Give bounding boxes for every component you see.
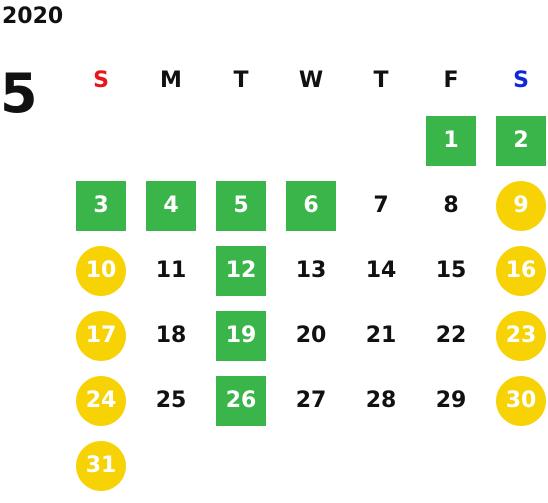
- day-cell[interactable]: 4: [136, 173, 206, 238]
- day-cell[interactable]: 18: [136, 303, 206, 368]
- day-cell[interactable]: 14: [346, 238, 416, 303]
- day-cell[interactable]: 12: [206, 238, 276, 303]
- yellow-marked-day: 10: [76, 245, 126, 296]
- weekday-header: S: [93, 68, 109, 93]
- day-cell[interactable]: 6: [276, 173, 346, 238]
- yellow-marked-day: 17: [76, 310, 126, 361]
- day-cell[interactable]: 29: [416, 368, 486, 433]
- day-cell[interactable]: 21: [346, 303, 416, 368]
- day-cell[interactable]: 20: [276, 303, 346, 368]
- empty-day-cell: [206, 108, 276, 173]
- month-label: 5: [0, 62, 38, 125]
- day-cell[interactable]: 2: [486, 108, 548, 173]
- weekday-header: F: [443, 68, 459, 93]
- weekday-header: W: [298, 68, 324, 93]
- green-marked-day: 3: [76, 180, 126, 231]
- yellow-marked-day: 16: [496, 245, 546, 296]
- green-marked-day: 4: [146, 180, 196, 231]
- day-number: 13: [295, 257, 327, 283]
- day-number: 8: [443, 192, 459, 218]
- yellow-marked-day: 23: [496, 310, 546, 361]
- day-cell[interactable]: 5: [206, 173, 276, 238]
- yellow-marked-day: 9: [496, 180, 546, 231]
- year-label: 2020: [2, 4, 64, 29]
- weekday-header: T: [373, 68, 389, 93]
- green-marked-day: 6: [286, 180, 336, 231]
- green-marked-day: 1: [426, 115, 476, 166]
- yellow-marked-day: 30: [496, 375, 546, 426]
- empty-day-cell: [276, 108, 346, 173]
- day-cell[interactable]: 3: [66, 173, 136, 238]
- empty-day-cell: [66, 108, 136, 173]
- yellow-marked-day: 24: [76, 375, 126, 426]
- day-cell[interactable]: 10: [66, 238, 136, 303]
- day-number: 25: [155, 387, 187, 413]
- day-number: 22: [435, 322, 467, 348]
- day-number: 21: [365, 322, 397, 348]
- green-marked-day: 2: [496, 115, 546, 166]
- day-cell[interactable]: 22: [416, 303, 486, 368]
- weekday-header: T: [233, 68, 249, 93]
- day-cell[interactable]: 26: [206, 368, 276, 433]
- day-number: 11: [155, 257, 187, 283]
- green-marked-day: 12: [216, 245, 266, 296]
- day-cell[interactable]: 15: [416, 238, 486, 303]
- day-number: 28: [365, 387, 397, 413]
- green-marked-day: 26: [216, 375, 266, 426]
- empty-day-cell: [136, 108, 206, 173]
- day-cell[interactable]: 13: [276, 238, 346, 303]
- day-cell[interactable]: 19: [206, 303, 276, 368]
- day-cell[interactable]: 16: [486, 238, 548, 303]
- day-cell[interactable]: 9: [486, 173, 548, 238]
- day-number: 29: [435, 387, 467, 413]
- day-cell[interactable]: 31: [66, 433, 136, 498]
- day-cell[interactable]: 17: [66, 303, 136, 368]
- green-marked-day: 19: [216, 310, 266, 361]
- weekday-header: M: [160, 68, 182, 93]
- day-number: 27: [295, 387, 327, 413]
- day-cell[interactable]: 25: [136, 368, 206, 433]
- day-number: 7: [373, 192, 389, 218]
- day-cell[interactable]: 1: [416, 108, 486, 173]
- day-cell[interactable]: 8: [416, 173, 486, 238]
- day-cell[interactable]: 27: [276, 368, 346, 433]
- yellow-marked-day: 31: [76, 440, 126, 491]
- weekday-header: S: [513, 68, 529, 93]
- day-cell[interactable]: 30: [486, 368, 548, 433]
- day-number: 15: [435, 257, 467, 283]
- day-number: 18: [155, 322, 187, 348]
- day-cell[interactable]: 11: [136, 238, 206, 303]
- day-cell[interactable]: 24: [66, 368, 136, 433]
- day-number: 14: [365, 257, 397, 283]
- day-cell[interactable]: 7: [346, 173, 416, 238]
- empty-day-cell: [346, 108, 416, 173]
- day-cell[interactable]: 28: [346, 368, 416, 433]
- day-number: 20: [295, 322, 327, 348]
- green-marked-day: 5: [216, 180, 266, 231]
- day-cell[interactable]: 23: [486, 303, 548, 368]
